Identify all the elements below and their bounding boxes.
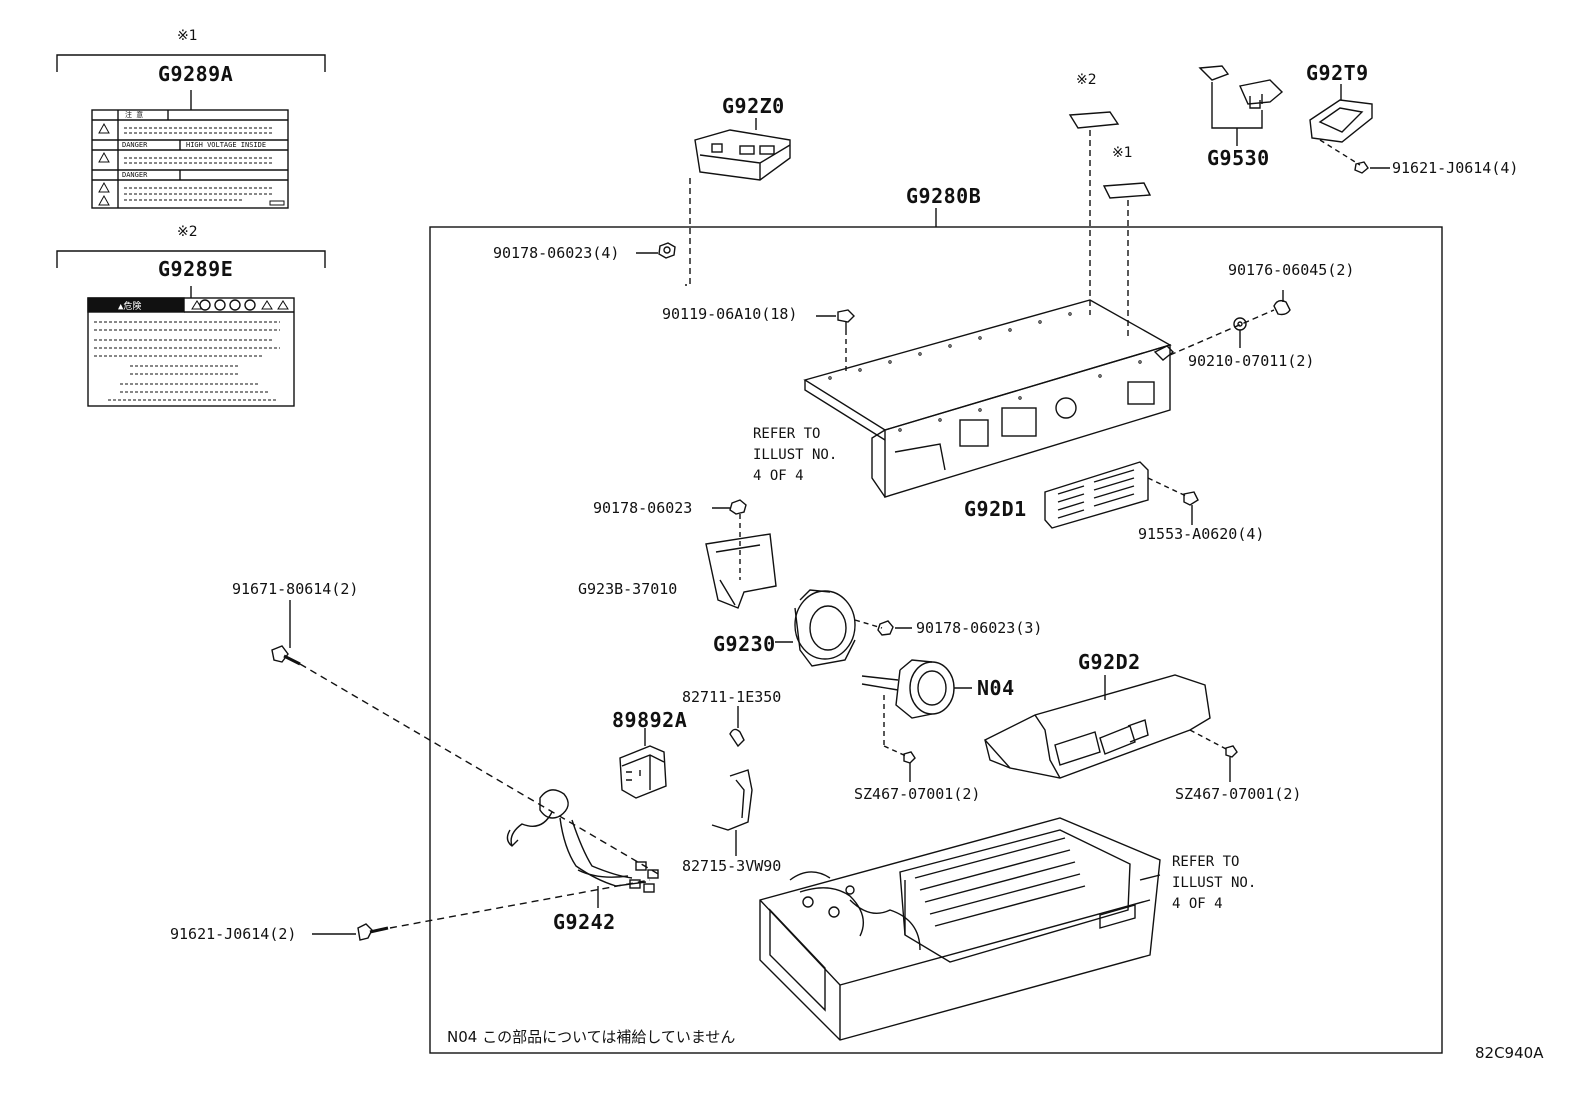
caution-label-g9289a [91, 109, 289, 209]
bolt-91621-j0614-4 [1354, 161, 1390, 174]
sticker-a-row-2: HIGH VOLTAGE INSIDE [186, 141, 267, 149]
label-group-bracket-2 [56, 250, 326, 268]
ecu-89892a [619, 728, 667, 799]
label-g92d2: G92D2 [1078, 650, 1141, 674]
bolt-91553-a0620 [1183, 491, 1199, 525]
label-g92t9: G92T9 [1306, 61, 1369, 85]
part-g92t9 [1309, 84, 1373, 143]
bracket-g923b-37010 [705, 533, 777, 609]
label-group-bracket-1 [56, 54, 326, 72]
battery-tray-assembly [759, 817, 1161, 1041]
bracket-82715-3vw90 [711, 769, 753, 856]
label-91621-j0614-2: 91621-J0614(2) [170, 925, 297, 943]
label-90178-06023-3: 90178-06023(3) [916, 619, 1043, 637]
label-82711-1e350: 82711-1E350 [682, 688, 782, 706]
bolt-sz467-07001-b [1225, 745, 1238, 782]
label-g9280b: G9280B [906, 184, 982, 208]
nut-90178-06023-4 [636, 242, 676, 259]
sticker-mark-1 [1102, 182, 1152, 199]
leader-g92z0 [685, 178, 691, 286]
bolt-sz467-07001-a [903, 751, 916, 782]
cap-90176-06045 [1273, 290, 1291, 316]
part-g92z0 [694, 118, 791, 181]
nut-90178-06023 [712, 499, 747, 515]
duct-n04 [861, 659, 972, 719]
label-90176-06045-2: 90176-06045(2) [1228, 261, 1355, 279]
label-90210-07011-2: 90210-07011(2) [1188, 352, 1315, 370]
sticker-mark-2 [1068, 111, 1120, 129]
blower-fan-g9230 [775, 589, 856, 667]
duct-g92d2 [983, 674, 1211, 779]
label-90178-06023-4: 90178-06023(4) [493, 244, 620, 262]
bolt-91621-j0614-2 [312, 923, 389, 941]
label-g923b-37010: G923B-37010 [578, 580, 678, 598]
mark-note-2: ※2 [177, 224, 198, 240]
clip-82711-1e350 [729, 706, 745, 748]
label-g9230: G9230 [713, 632, 776, 656]
mark-note-1-sticker: ※1 [1112, 145, 1133, 161]
refer-note-top: REFER TO ILLUST NO. 4 OF 4 [753, 426, 838, 484]
label-89892a: 89892A [612, 708, 688, 732]
diagram-code: 82C940A [1475, 1044, 1544, 1062]
sticker-a-row-1: 注 意 [125, 111, 144, 119]
label-g92d1: G92D1 [964, 497, 1027, 521]
label-g9289a: G9289A [158, 62, 234, 86]
label-sz467-07001-a: SZ467-07001(2) [854, 785, 981, 803]
mark-note-1: ※1 [177, 28, 198, 44]
refer-note-bottom: REFER TO ILLUST NO. 4 OF 4 [1172, 854, 1257, 912]
bolt-91671-80614 [271, 600, 301, 666]
label-82715-3vw90: 82715-3VW90 [682, 857, 782, 875]
label-90178-06023: 90178-06023 [593, 499, 693, 517]
danger-label-g9289e [87, 297, 295, 407]
washer-90210-07011 [1233, 317, 1247, 348]
label-g9289e: G9289E [158, 257, 234, 281]
footnote-n04: N04 この部品については補給していません [447, 1028, 736, 1046]
label-90119-06a10-18: 90119-06A10(18) [662, 305, 798, 323]
part-upper-cover [803, 299, 1175, 498]
nut-90178-06023-3 [877, 620, 912, 636]
part-g92d1 [1044, 461, 1149, 529]
label-91671-80614-2: 91671-80614(2) [232, 580, 359, 598]
label-91621-j0614-4: 91621-J0614(4) [1392, 159, 1519, 177]
label-n04: N04 [977, 676, 1015, 700]
label-g9530: G9530 [1207, 146, 1270, 170]
part-g9530-clips [1198, 65, 1284, 146]
bolt-90119-06a10 [816, 309, 855, 330]
sticker-a-row-3: DANGER [122, 141, 148, 149]
label-g92z0: G92Z0 [722, 94, 785, 118]
wire-harness-g9242 [506, 789, 659, 908]
sticker-a-row-4: DANGER [122, 171, 148, 179]
sticker-e-header: ▲危険 [118, 302, 142, 312]
mark-note-2-sticker: ※2 [1076, 72, 1097, 88]
label-g9242: G9242 [553, 910, 616, 934]
label-91553-a0620-4: 91553-A0620(4) [1138, 525, 1265, 543]
label-sz467-07001-b: SZ467-07001(2) [1175, 785, 1302, 803]
